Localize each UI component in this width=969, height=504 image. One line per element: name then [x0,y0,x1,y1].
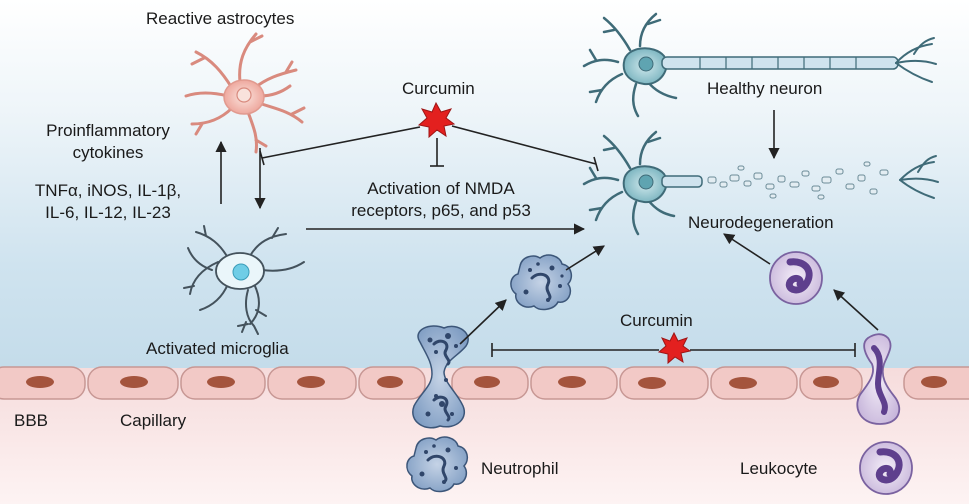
inhibit-neuron-line [451,125,597,165]
reactive-astrocyte-icon [184,32,306,154]
arrow-leukocyte-migrate [833,289,879,331]
proinflammatory-label-line1: Proinflammatory [46,121,170,140]
endothelial-nucleus [26,376,54,388]
proinflammatory-label-line2: cytokines [72,143,144,162]
endothelial-nucleus [207,376,235,388]
curcumin-star-icon [417,101,456,139]
nmda-activation-line2: receptors, p65, and p53 [351,201,531,220]
endothelial-nucleus [729,377,757,389]
endothelial-nucleus [120,376,148,388]
degenerating-neuron-icon [582,130,939,236]
reactive-astrocytes-label: Reactive astrocytes [146,9,295,28]
endothelial-nucleus [474,376,500,388]
leukocyte-brain-icon [769,251,823,305]
neutrophil-blood-icon [406,436,469,493]
leukocyte-label: Leukocyte [740,459,818,478]
neutrophil-label: Neutrophil [481,459,559,478]
neutrophil-transmigrating-icon [412,325,469,429]
healthy-neuron-label: Healthy neuron [707,79,823,98]
endothelial-nucleus [813,376,839,388]
curcumin-star-icon [657,331,692,365]
curcumin-top-label: Curcumin [402,79,475,98]
leukocyte-blood-icon [859,441,913,495]
endothelial-nucleus [638,377,666,389]
cytokines-list-line2: IL-6, IL-12, IL-23 [45,203,171,222]
healthy-neuron-icon [582,12,937,118]
neurodegeneration-label: Neurodegeneration [688,213,834,232]
endothelial-layer [0,366,969,400]
endothelial-nucleus [297,376,325,388]
endothelial-nucleus [558,376,586,388]
activated-microglia-label: Activated microglia [146,339,289,358]
inhibition-lines [259,125,856,357]
nmda-activation-line1: Activation of NMDA [367,179,515,198]
bbb-label: BBB [14,411,49,430]
curcumin-bottom-label: Curcumin [620,311,693,330]
arrow-neutrophil-to-neurodegeneration [565,245,605,271]
leukocyte-transmigrating-icon [856,333,901,425]
inhibit-astrocytes-line [261,126,421,159]
activated-microglia-icon [183,225,305,335]
endothelial-nucleus [377,376,403,388]
endothelial-nucleus [921,376,947,388]
arrow-neutrophil-migrate [459,299,507,345]
neutrophil-brain-icon [510,254,573,311]
cytokines-list-line1: TNFα, iNOS, IL-1β, [34,181,182,200]
arrow-leukocyte-to-neurodegeneration [723,233,771,265]
capillary-label: Capillary [120,411,187,430]
